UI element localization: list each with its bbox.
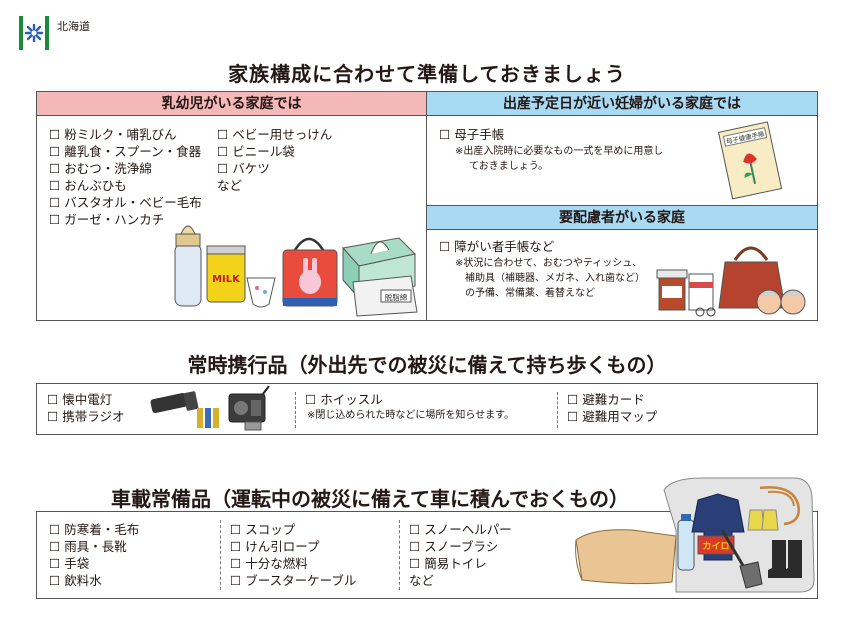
list-item: バケツ (217, 160, 332, 177)
medicine-jar-icon (656, 269, 688, 311)
kairo-pack-icon: カイロ (697, 535, 735, 555)
rope-icon (759, 486, 800, 526)
list-item: ブースターケーブル (230, 572, 356, 589)
list-item: 粉ミルク・哺乳びん (49, 126, 202, 143)
list-item: 防寒着・毛布 (49, 521, 139, 538)
list-item: おんぶひも (49, 177, 202, 194)
list-item: 障がい者手帳など (439, 238, 554, 255)
family-preparation-box: 乳幼児がいる家庭では 粉ミルク・哺乳びん 離乳食・スプーン・食器 おむつ・洗浄綿… (36, 91, 818, 321)
list-item: おむつ・洗浄綿 (49, 160, 202, 177)
svg-text:MILK: MILK (212, 274, 241, 285)
baby-bag-icon (282, 237, 338, 307)
care-section: 要配慮者がいる家庭 障がい者手帳など ※状況に合わせて、おむつやティッシュ、 補… (427, 205, 817, 320)
etc-label: など (409, 573, 435, 588)
list-item: 手袋 (49, 555, 139, 572)
list-item: 携帯ラジオ (47, 408, 124, 425)
list-item: ベビー用せっけん (217, 126, 332, 143)
list-item: 雨具・長靴 (49, 538, 139, 555)
car-goods-illustration: カイロ (575, 477, 815, 593)
infant-list-a: 粉ミルク・哺乳びん 離乳食・スプーン・食器 おむつ・洗浄綿 おんぶひも バスタオ… (49, 126, 202, 228)
infant-section: 乳幼児がいる家庭では 粉ミルク・哺乳びん 離乳食・スプーン・食器 おむつ・洗浄綿… (37, 92, 427, 320)
etc-label: など (217, 178, 243, 193)
list-item: 懐中電灯 (47, 391, 124, 408)
page-title: 家族構成に合わせて準備しておきましょう (228, 62, 626, 86)
elderly-faces-icon (756, 289, 806, 315)
infant-heading: 乳幼児がいる家庭では (37, 92, 426, 116)
care-note: ※状況に合わせて、おむつやティッシュ、 補助具（補聴器、メガネ、入れ歯など） の… (455, 258, 645, 299)
list-item: バスタオル・ベビー毛布 (49, 194, 202, 211)
flashlight-radio-illustration (150, 386, 270, 431)
blanket-icon (575, 529, 677, 585)
medicine-box-icon (688, 273, 714, 311)
whistle-note: ※閉じ込められた時などに場所を知らせます。 (307, 410, 515, 421)
snow-crystal-icon (24, 23, 44, 43)
list-item: スノーヘルパー (409, 521, 512, 538)
baby-bottle-icon (174, 225, 202, 307)
hokkaido-logo (19, 16, 49, 50)
list-item: けん引ロープ (230, 538, 356, 555)
list-item: 避難用マップ (567, 408, 657, 425)
prefecture-name: 北海道 (57, 20, 90, 33)
care-heading: 要配慮者がいる家庭 (427, 206, 817, 230)
list-item: 飲料水 (49, 572, 139, 589)
svg-text:カイロ: カイロ (702, 541, 729, 552)
list-item: スノーブラシ (409, 538, 512, 555)
rain-boots-icon (768, 540, 802, 578)
list-item: 避難カード (567, 391, 657, 408)
carry-items-box: 懐中電灯 携帯ラジオ ホイッスル ※閉じ込められた時などに場所を知らせます。 避… (36, 383, 818, 435)
list-item: 母子手帳 (439, 126, 504, 143)
radio-icon (228, 386, 270, 431)
car-heading: 車載常備品（運転中の被災に備えて車に積んでおくもの） (111, 487, 629, 511)
gloves-icon (747, 509, 779, 531)
maternal-handbook-illustration: 母子健康手帳 (717, 121, 783, 200)
water-bottle-icon (677, 514, 695, 571)
diaper-icon (246, 277, 276, 308)
shovel-icon (720, 529, 763, 589)
baby-goods-illustration: MILK (174, 225, 418, 317)
list-item: スコップ (230, 521, 356, 538)
list-item: 簡易トイレ (409, 555, 512, 572)
list-item: ホイッスル (305, 391, 383, 408)
list-item: ビニール袋 (217, 143, 332, 160)
list-item: 離乳食・スプーン・食器 (49, 143, 202, 160)
pregnant-section: 出産予定日が近い妊婦がいる家庭では 母子手帳 ※出産入院時に必要なもの一式を早め… (427, 92, 817, 205)
list-item: ガーゼ・ハンカチ (49, 211, 202, 228)
care-goods-illustration (656, 246, 806, 317)
list-item: 十分な燃料 (230, 555, 356, 572)
svg-text:脱脂綿: 脱脂綿 (385, 292, 408, 302)
infant-list-b: ベビー用せっけん ビニール袋 バケツ など (217, 126, 332, 194)
pregnant-note: ※出産入院時に必要なもの一式を早めに用意し ておきましょう。 (455, 146, 664, 172)
glasses-icon (695, 307, 716, 317)
carry-heading: 常時携行品（外出先での被災に備えて持ち歩くもの） (187, 353, 667, 377)
milk-can-icon: MILK (206, 245, 246, 303)
wipes-pack-icon: 脱脂綿 (352, 275, 418, 317)
pregnant-heading: 出産予定日が近い妊婦がいる家庭では (427, 92, 817, 116)
flashlight-icon (150, 391, 219, 428)
